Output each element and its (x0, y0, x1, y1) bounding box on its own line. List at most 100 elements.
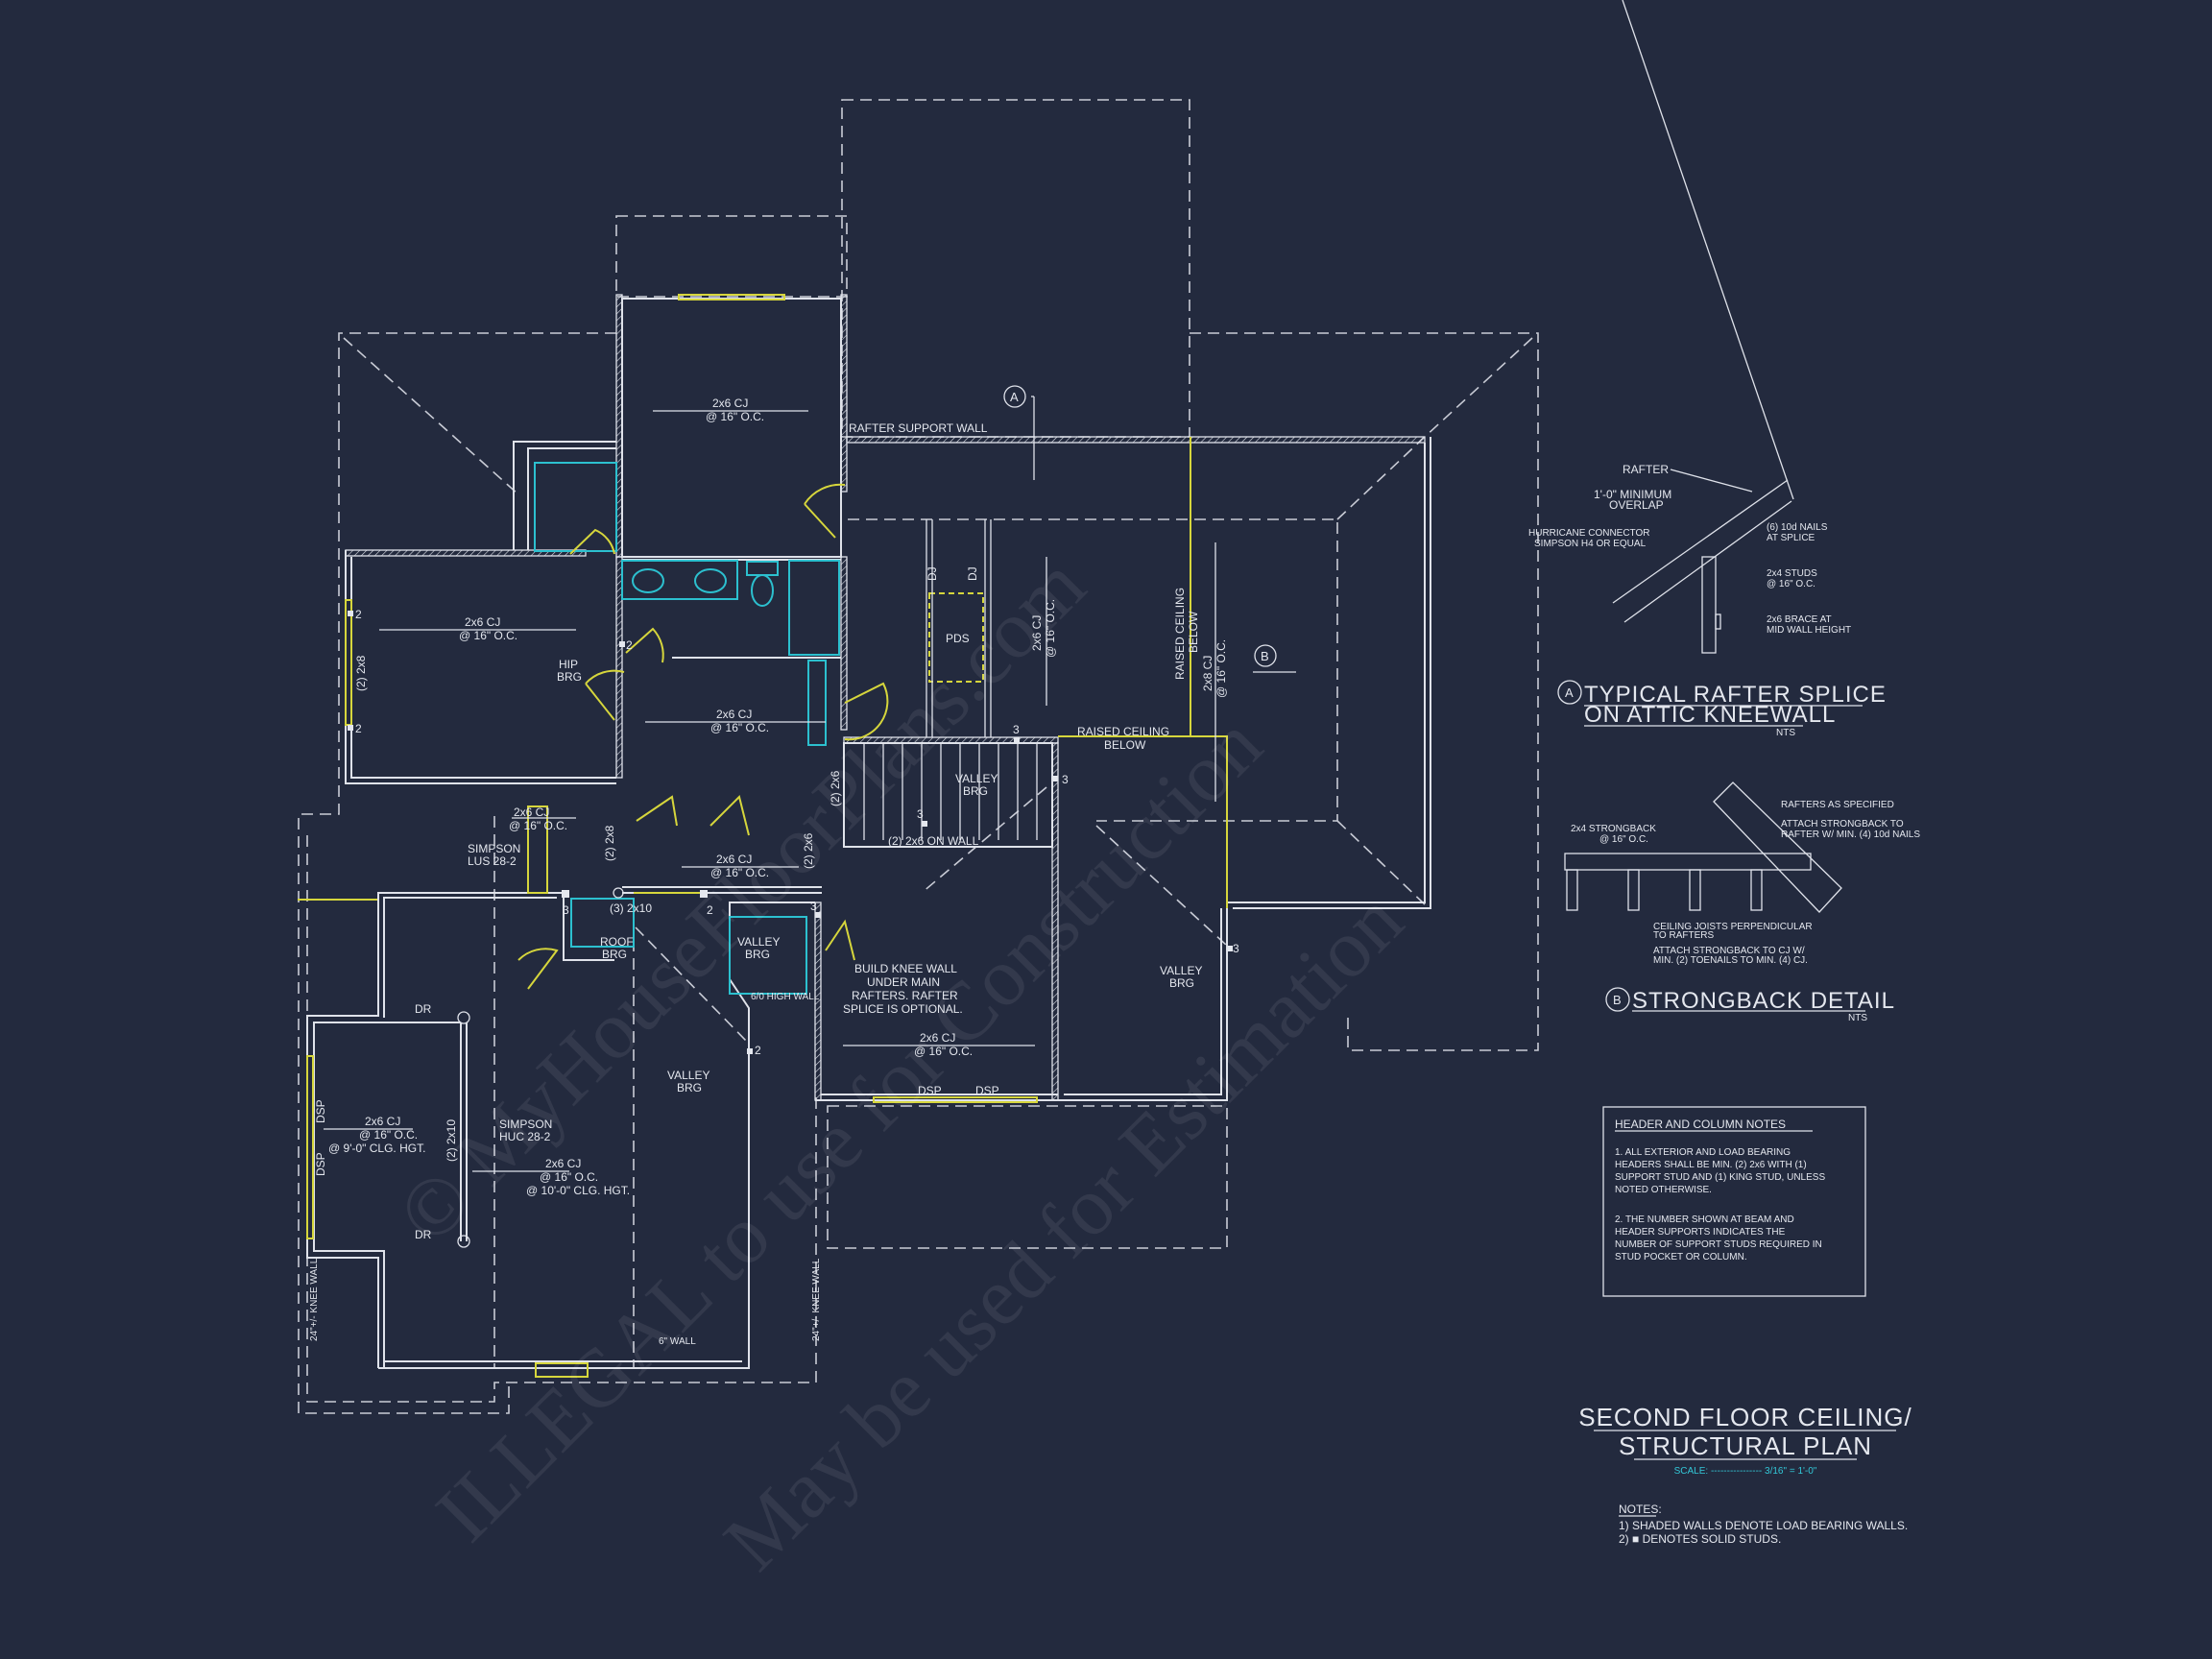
overlap-label: OVERLAP (1609, 498, 1664, 512)
knee-note: SPLICE IS OPTIONAL. (843, 1002, 963, 1016)
sheet-title: SECOND FLOOR CEILING/ (1578, 1403, 1912, 1431)
joists-label: CEILING JOISTS PERPENDICULAR (1653, 922, 1813, 932)
note-line: NUMBER OF SUPPORT STUDS REQUIRED IN (1615, 1239, 1822, 1250)
note-line: STUD POCKET OR COLUMN. (1615, 1252, 1747, 1262)
attach-label: RAFTER W/ MIN. (4) 10d NAILS (1781, 830, 1920, 840)
plan-labels: 2x6 CJ @ 16" O.C. RAFTER SUPPORT WALL 2x… (309, 397, 1239, 1347)
detail-callout-b[interactable] (1254, 644, 1277, 667)
vanity-counter (621, 560, 738, 600)
scale-label: SCALE: ---------------- 3/16" = 1'-0" (1674, 1466, 1817, 1477)
pds-box (928, 592, 984, 683)
strongback-label: 2x4 STRONGBACK (1571, 824, 1656, 834)
simpson-lus-label: LUS 28-2 (468, 854, 517, 868)
notes-title: HEADER AND COLUMN NOTES (1615, 1118, 1786, 1131)
detail-a-title: ON ATTIC KNEEWALL (1584, 702, 1836, 728)
stud-count: 3 (1013, 723, 1020, 736)
header-label: (2) 2x10 (445, 1119, 458, 1162)
strongback-label: @ 16" O.C. (1599, 834, 1648, 845)
cj-label: 2x6 CJ (920, 1031, 955, 1045)
window (873, 1096, 1038, 1103)
sink-icon (632, 568, 664, 593)
stud-count: 2 (755, 1044, 761, 1057)
sink-icon (694, 568, 727, 593)
roof-outline (298, 99, 1539, 1414)
toilet-icon (751, 574, 774, 607)
detail-b-strongback: RAFTERS AS SPECIFIED ATTACH STRONGBACK T… (1564, 781, 1920, 1023)
dr-label: DR (415, 1228, 432, 1241)
simpson-lus-label: SIMPSON (468, 842, 520, 855)
rafter-label: RAFTER (1623, 463, 1669, 476)
note-line: 2. THE NUMBER SHOWN AT BEAM AND (1615, 1214, 1794, 1225)
attach-label: ATTACH STRONGBACK TO (1781, 819, 1904, 830)
stud-count: 2 (707, 903, 713, 917)
brg-label: BRG (1169, 976, 1194, 990)
rafters-label: RAFTERS AS SPECIFIED (1781, 800, 1894, 810)
brg-label: BRG (677, 1081, 702, 1094)
dsp-label: DSP (314, 1152, 327, 1176)
valley-label: VALLEY (737, 935, 780, 949)
brg-label: BRG (745, 948, 770, 961)
rafter-support-wall-label: RAFTER SUPPORT WALL (849, 421, 988, 435)
sheet-title: STRUCTURAL PLAN (1619, 1431, 1872, 1460)
knee-note: RAFTERS. RAFTER (852, 989, 958, 1002)
stud-count: 3 (1062, 773, 1069, 786)
oc-label: @ 16" O.C. (710, 866, 769, 879)
dj-label: DJ (966, 566, 979, 581)
knee-wall-label: 24"+/- KNEE WALL (309, 1258, 320, 1341)
header-label: (2) 2x6 (802, 832, 815, 869)
rafter-support-wall (846, 436, 1426, 444)
dsp-label: DSP (918, 1084, 942, 1097)
oc-label: @ 16" O.C. (509, 819, 567, 832)
raised-ceiling-label: BELOW (1104, 738, 1146, 752)
cj-label: 2x6 CJ (712, 397, 748, 410)
brace-label: MID WALL HEIGHT (1767, 625, 1851, 636)
beam (527, 805, 548, 894)
cj-label: 2x6 CJ (545, 1157, 581, 1170)
detail-b-marker: B (1613, 993, 1622, 1007)
overlap-label: 1'-0" MINIMUM (1594, 488, 1671, 501)
roof-brg-label: ROOF (600, 935, 634, 949)
callout-a-label: A (1010, 390, 1019, 404)
note-line: 1) SHADED WALLS DENOTE LOAD BEARING WALL… (1619, 1519, 1908, 1532)
load-bearing-wall (840, 556, 848, 731)
attach-cj-label: ATTACH STRONGBACK TO CJ W/ (1653, 946, 1805, 956)
cj-label: 2x6 CJ (716, 708, 752, 721)
dsp-label: DSP (975, 1084, 999, 1097)
nails-label: AT SPLICE (1767, 533, 1815, 543)
raised-ceiling-label: RAISED CEILING (1173, 588, 1187, 680)
window (678, 294, 785, 301)
studs-label: @ 16" O.C. (1767, 579, 1815, 589)
dsp-label: DSP (314, 1099, 327, 1123)
closet-shelf (534, 462, 617, 552)
detail-a-rafter-splice: RAFTER 1'-0" MINIMUM OVERLAP HURRICANE C… (1528, 0, 1887, 738)
stair-landing (570, 898, 635, 948)
raised-ceiling-label: RAISED CEILING (1077, 725, 1169, 738)
window (535, 1362, 589, 1378)
hip-brg-label: HIP (559, 658, 578, 671)
valley-label: VALLEY (955, 772, 998, 785)
header-label: (2) 2x8 (354, 655, 368, 691)
oc-label: @ 16" O.C. (1044, 599, 1057, 658)
dr-label: DR (415, 1002, 432, 1016)
doors (517, 483, 889, 990)
title-block: SECOND FLOOR CEILING/ STRUCTURAL PLAN SC… (1578, 1403, 1912, 1546)
nts-label: NTS (1848, 1013, 1867, 1023)
bathroom-fixtures (621, 560, 840, 746)
nails-label: (6) 10d NAILS (1767, 522, 1828, 533)
detail-a-marker: A (1565, 685, 1574, 700)
detail-b-title: STRONGBACK DETAIL (1632, 988, 1895, 1014)
cj-2x8-label: 2x8 CJ (1201, 656, 1214, 691)
notes-label: NOTES: (1619, 1503, 1662, 1516)
note-line: 2) ■ DENOTES SOLID STUDS. (1619, 1532, 1781, 1546)
detail-a-title: TYPICAL RAFTER SPLICE (1584, 682, 1887, 708)
oc-label: @ 16" O.C. (540, 1170, 598, 1184)
stud-count: 2 (355, 722, 362, 735)
roof-brg-label: BRG (602, 948, 627, 961)
note-line: NOTED OTHERWISE. (1615, 1185, 1712, 1195)
wall-label: 6" WALL (659, 1336, 696, 1347)
joists-label: TO RAFTERS (1653, 930, 1714, 941)
brg-label: BRG (963, 784, 988, 798)
detail-callout-a[interactable] (1003, 385, 1026, 408)
knee-note: BUILD KNEE WALL (854, 962, 957, 975)
load-bearing-wall (615, 556, 623, 779)
